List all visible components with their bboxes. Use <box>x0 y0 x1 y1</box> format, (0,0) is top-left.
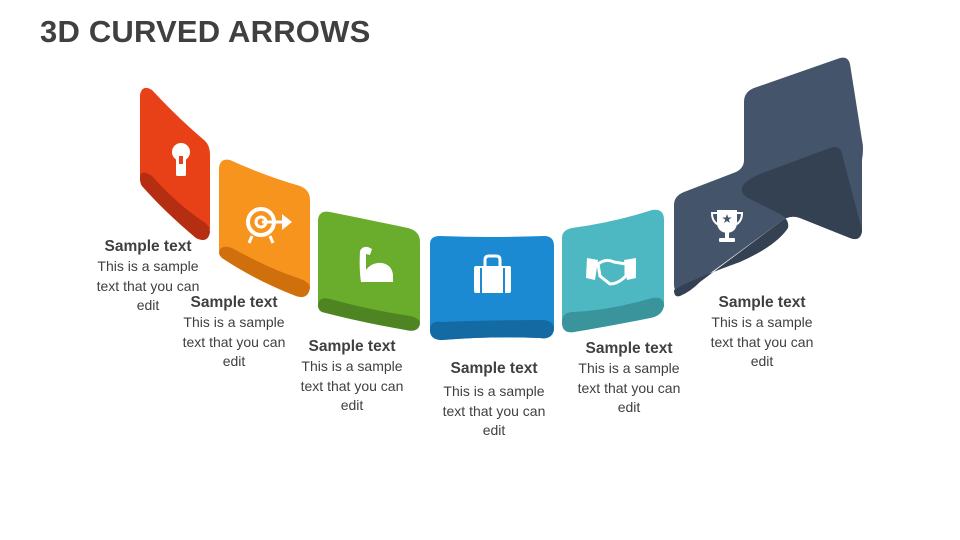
step-heading: Sample text <box>450 360 538 377</box>
page-title: 3D CURVED ARROWS <box>40 14 371 49</box>
step-heading: Sample text <box>190 294 278 311</box>
handshake-icon <box>586 258 636 286</box>
step-description: This is a sample text that you can edit <box>182 314 286 369</box>
step-1-label: Sample text This is a sample text that y… <box>93 236 203 316</box>
arrow-segment-4[interactable] <box>430 236 554 340</box>
arrow-segment-6-head[interactable] <box>674 57 863 297</box>
step-description: This is a sample text that you can edit <box>96 258 200 313</box>
step-description: This is a sample text that you can edit <box>300 358 404 413</box>
step-heading: Sample text <box>104 238 192 255</box>
arrow-segment-5[interactable] <box>562 209 664 333</box>
step-description: This is a sample text that you can edit <box>442 383 546 438</box>
arrow-segment-3[interactable] <box>318 211 420 331</box>
step-4-label: Sample text This is a sample text that y… <box>439 358 549 441</box>
lightbulb-icon <box>172 143 190 176</box>
arrow-segment-1[interactable] <box>140 87 210 240</box>
step-5-label: Sample text This is a sample text that y… <box>574 338 684 418</box>
briefcase-icon <box>474 254 511 293</box>
flexed-bicep-icon <box>359 246 393 282</box>
step-3-label: Sample text This is a sample text that y… <box>297 336 407 416</box>
arrow-segment-2[interactable] <box>219 159 310 297</box>
step-heading: Sample text <box>585 340 673 357</box>
trophy-icon <box>710 210 744 242</box>
step-description: This is a sample text that you can edit <box>710 314 814 369</box>
step-2-label: Sample text This is a sample text that y… <box>179 292 289 372</box>
step-heading: Sample text <box>718 294 806 311</box>
step-description: This is a sample text that you can edit <box>577 360 681 415</box>
step-6-label: Sample text This is a sample text that y… <box>705 292 819 372</box>
step-heading: Sample text <box>308 338 396 355</box>
target-icon <box>246 207 292 244</box>
